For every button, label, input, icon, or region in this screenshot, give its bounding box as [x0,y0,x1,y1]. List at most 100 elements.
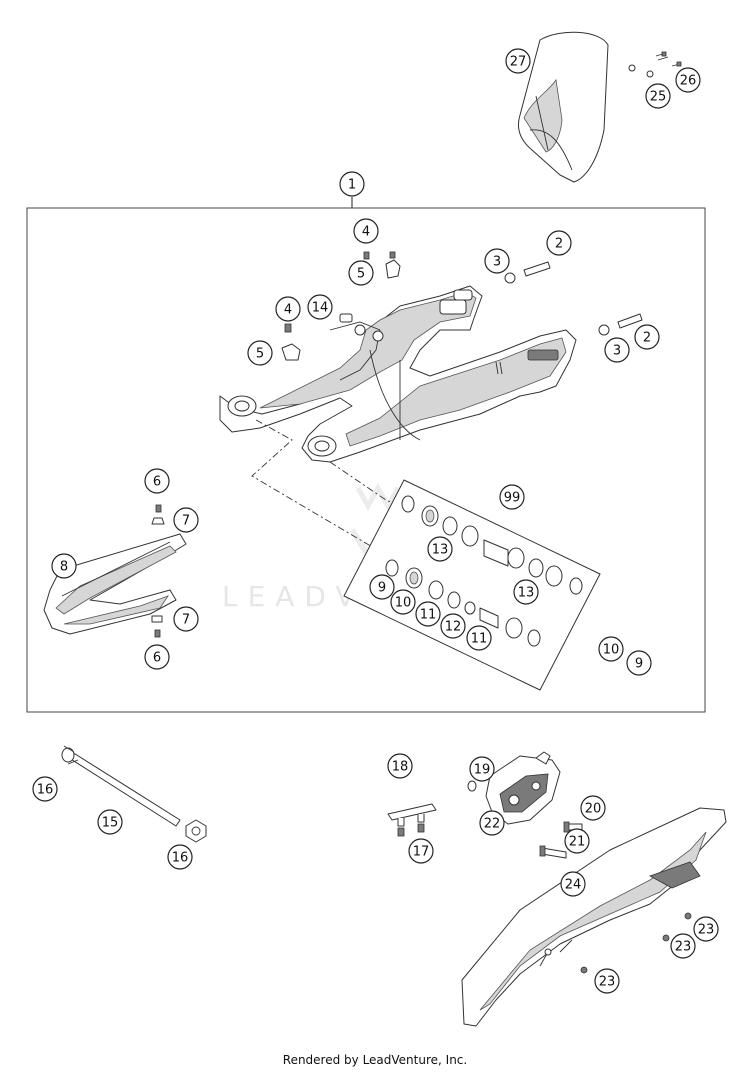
part-16-nut[interactable] [185,819,207,843]
callout-label: 26 [680,74,697,89]
part-14-bolt[interactable] [339,313,353,323]
part-99-bearing-kit[interactable] [343,479,601,691]
callout-label: 99 [504,491,521,506]
callout-3[interactable]: 3 [484,248,510,274]
callout-label: 4 [362,225,370,240]
callout-label: 23 [698,923,715,938]
callout-99[interactable]: 99 [499,484,525,510]
part-17-bolts[interactable] [397,823,425,837]
part-18-bracket[interactable] [387,803,437,827]
callout-label: 22 [484,817,501,832]
part-2-3-upper[interactable] [504,261,551,284]
callout-9[interactable]: 9 [369,574,395,600]
callout-4[interactable]: 4 [353,218,379,244]
part-19-nut[interactable] [467,780,477,792]
callout-26[interactable]: 26 [675,67,701,93]
callout-label: 21 [569,835,586,850]
callout-22[interactable]: 22 [479,810,505,836]
callout-label: 7 [182,514,190,529]
part-25-26-hardware[interactable] [628,51,682,78]
callout-label: 10 [395,596,412,611]
callout-16[interactable]: 16 [32,776,58,802]
callout-23[interactable]: 23 [693,916,719,942]
callout-label: 2 [643,331,651,346]
part-21-bolt[interactable] [539,845,567,859]
callout-23[interactable]: 23 [670,933,696,959]
callout-label: 19 [474,763,491,778]
callout-label: 11 [420,608,437,623]
callout-10[interactable]: 10 [598,636,624,662]
part-4-5-left[interactable] [281,323,301,361]
part-6-7-lower[interactable] [151,615,163,638]
callout-label: 1 [348,178,356,193]
callout-label: 8 [60,560,68,575]
footer-credit: Rendered by LeadVenture, Inc. [282,1053,468,1067]
callout-label: 2 [555,237,563,252]
callout-25[interactable]: 25 [645,83,671,109]
callout-1[interactable]: 1 [339,171,365,197]
kit-box-frame [26,207,706,713]
part-15-axle[interactable] [61,745,181,827]
assembly-line [251,419,375,549]
callout-19[interactable]: 19 [469,756,495,782]
callout-label: 6 [153,651,161,666]
callout-23[interactable]: 23 [594,968,620,994]
callout-15[interactable]: 15 [97,809,123,835]
callout-label: 14 [312,301,329,316]
callout-label: 13 [518,586,535,601]
callout-13[interactable]: 13 [427,536,453,562]
callout-label: 4 [284,303,292,318]
callout-21[interactable]: 21 [564,828,590,854]
part-8-chain-slider[interactable] [43,533,187,635]
callout-17[interactable]: 17 [408,838,434,864]
callout-label: 15 [102,816,119,831]
callout-2[interactable]: 2 [634,324,660,350]
part-6-7-upper[interactable] [151,504,165,525]
part-1-swingarm[interactable] [219,285,577,463]
callout-label: 23 [599,975,616,990]
callout-16[interactable]: 16 [167,844,193,870]
callout-label: 13 [432,543,449,558]
callout-6[interactable]: 6 [144,468,170,494]
callout-4[interactable]: 4 [275,296,301,322]
callout-14[interactable]: 14 [307,294,333,320]
part-24-chain-guard[interactable] [461,807,727,1027]
callout-24[interactable]: 24 [560,871,586,897]
callout-label: 11 [471,632,488,647]
callout-20[interactable]: 20 [580,795,606,821]
callout-12[interactable]: 12 [440,613,466,639]
callout-11[interactable]: 11 [466,625,492,651]
callout-27[interactable]: 27 [505,48,531,74]
callout-6[interactable]: 6 [144,644,170,670]
callout-label: 27 [510,55,527,70]
callout-label: 3 [613,344,621,359]
callout-2[interactable]: 2 [546,230,572,256]
callout-7[interactable]: 7 [173,606,199,632]
callout-3[interactable]: 3 [604,337,630,363]
callout-label: 6 [153,475,161,490]
callout-label: 16 [172,851,189,866]
callout-8[interactable]: 8 [51,553,77,579]
callout-18[interactable]: 18 [387,753,413,779]
part-27-guard[interactable] [518,31,609,183]
callout-label: 16 [37,783,54,798]
callout-13[interactable]: 13 [513,579,539,605]
callout-5[interactable]: 5 [348,260,374,286]
callout-10[interactable]: 10 [390,589,416,615]
callout-label: 5 [256,347,264,362]
callout-label: 18 [392,760,409,775]
callout-label: 9 [378,581,386,596]
part-2-3-right[interactable] [598,313,643,336]
callout-5[interactable]: 5 [247,340,273,366]
part-22-chain-guide[interactable] [485,751,561,825]
parts-diagram: LEADVENTURE [26,31,727,1027]
part-23-screws[interactable] [580,912,692,974]
callout-9[interactable]: 9 [626,650,652,676]
callout-label: 3 [493,255,501,270]
callout-7[interactable]: 7 [173,507,199,533]
callout-label: 24 [565,878,582,893]
callout-label: 5 [357,267,365,282]
callout-11[interactable]: 11 [415,601,441,627]
part-4-5-upper[interactable] [363,251,401,279]
